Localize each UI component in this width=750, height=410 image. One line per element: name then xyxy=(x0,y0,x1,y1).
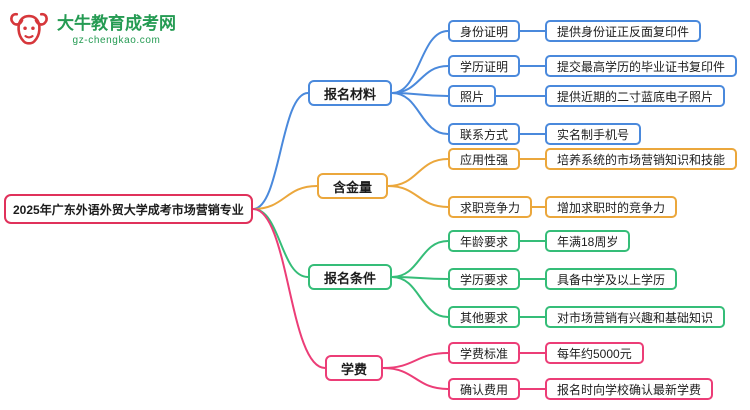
child-value-0-1[interactable]: 提交最高学历的毕业证书复印件 xyxy=(545,55,738,77)
bull-logo-icon xyxy=(10,12,48,45)
connector-line xyxy=(391,30,449,94)
connector-line xyxy=(391,240,449,278)
connector-line xyxy=(252,208,309,278)
child-label-1-0[interactable]: 应用性强 xyxy=(448,148,521,170)
connector-line xyxy=(391,276,449,318)
connector-line xyxy=(252,92,309,210)
child-value-0-2[interactable]: 提供近期的二寸蓝底电子照片 xyxy=(545,85,726,107)
child-label-3-0[interactable]: 学费标准 xyxy=(448,342,521,364)
child-value-0-3[interactable]: 实名制手机号 xyxy=(545,123,642,145)
connector-line xyxy=(382,367,449,390)
child-label-1-1[interactable]: 求职竞争力 xyxy=(448,196,533,218)
child-label-0-1[interactable]: 学历证明 xyxy=(448,55,521,77)
branch-node-2[interactable]: 报名条件 xyxy=(308,264,393,290)
connector-line xyxy=(382,352,449,369)
logo-title: 大牛教育成考网 xyxy=(57,14,176,34)
logo-subtitle: gz-chengkao.com xyxy=(72,34,161,46)
connector-line xyxy=(387,185,449,208)
child-value-1-0[interactable]: 培养系统的市场营销知识和技能 xyxy=(545,148,738,170)
child-value-2-2[interactable]: 对市场营销有兴趣和基础知识 xyxy=(545,306,726,328)
logo-text: 大牛教育成考网 gz-chengkao.com xyxy=(57,14,176,45)
child-label-0-0[interactable]: 身份证明 xyxy=(448,20,521,42)
child-value-3-0[interactable]: 每年约5000元 xyxy=(545,342,644,364)
child-value-2-1[interactable]: 具备中学及以上学历 xyxy=(545,268,678,290)
child-value-0-0[interactable]: 提供身份证正反面复印件 xyxy=(545,20,702,42)
connector-line xyxy=(391,92,449,135)
child-value-3-1[interactable]: 报名时向学校确认最新学费 xyxy=(545,378,714,400)
root-topic[interactable]: 2025年广东外语外贸大学成考市场营销专业 xyxy=(4,194,253,224)
branch-node-3[interactable]: 学费 xyxy=(325,355,384,381)
connector-line xyxy=(391,276,449,280)
connector-line xyxy=(391,92,449,97)
branch-node-0[interactable]: 报名材料 xyxy=(308,80,393,106)
child-label-2-1[interactable]: 学历要求 xyxy=(448,268,521,290)
branch-node-1[interactable]: 含金量 xyxy=(317,173,389,199)
child-label-2-0[interactable]: 年龄要求 xyxy=(448,230,521,252)
child-label-0-2[interactable]: 照片 xyxy=(448,85,497,107)
logo[interactable]: 大牛教育成考网 gz-chengkao.com xyxy=(8,9,176,51)
child-value-2-0[interactable]: 年满18周岁 xyxy=(545,230,631,252)
connector-line xyxy=(391,65,449,94)
child-value-1-1[interactable]: 增加求职时的竞争力 xyxy=(545,196,678,218)
child-label-2-2[interactable]: 其他要求 xyxy=(448,306,521,328)
child-label-3-1[interactable]: 确认费用 xyxy=(448,378,521,400)
child-label-0-3[interactable]: 联系方式 xyxy=(448,123,521,145)
connector-line xyxy=(252,185,318,210)
connector-line xyxy=(387,158,449,187)
